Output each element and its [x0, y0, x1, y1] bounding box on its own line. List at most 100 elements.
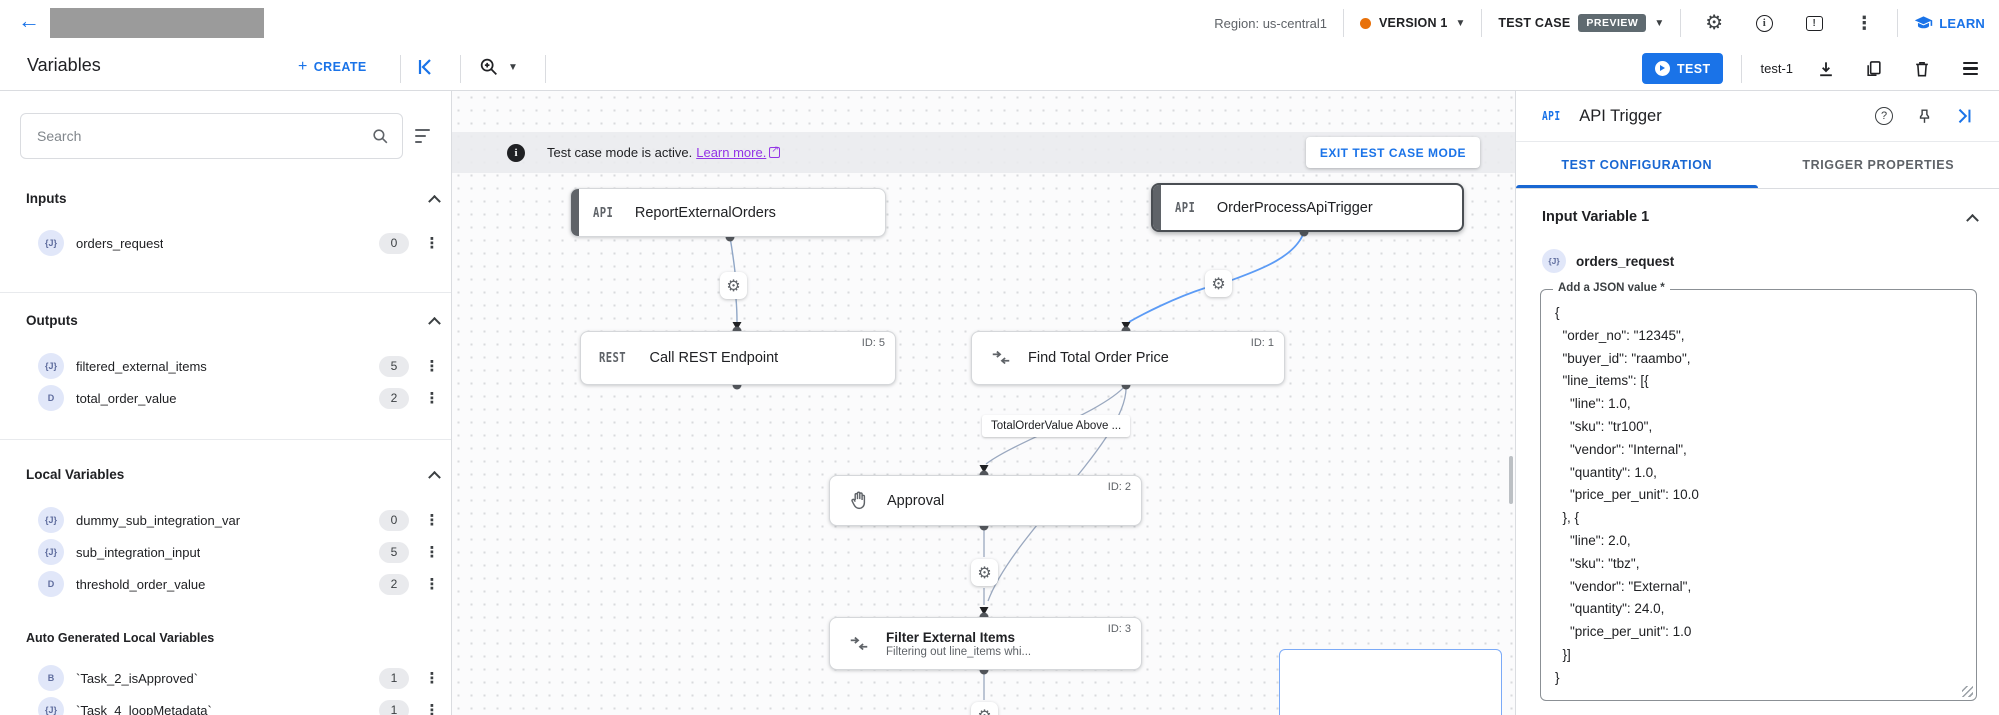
create-button[interactable]: + CREATE: [298, 58, 367, 76]
chevron-down-icon: ▼: [508, 61, 518, 73]
learn-link[interactable]: LEARN: [1914, 14, 1985, 33]
node-find-total-order-price[interactable]: Find Total Order Price ID: 1: [971, 331, 1285, 385]
json-value-field[interactable]: Add a JSON value * { "order_no": "12345"…: [1540, 282, 1977, 701]
more-vert-icon[interactable]: ⋮: [424, 358, 440, 375]
panel-title: API Trigger: [1579, 106, 1662, 125]
version-label: VERSION 1: [1379, 16, 1448, 30]
info-icon: i: [507, 143, 525, 162]
node-id: ID: 3: [1107, 623, 1131, 635]
double-type-icon: D: [38, 571, 64, 597]
more-vert-icon[interactable]: ⋮: [424, 544, 440, 561]
chevron-down-icon: ▼: [1455, 17, 1466, 29]
region-label: Region: us-central1: [1214, 15, 1328, 31]
collapse-panel-right-icon[interactable]: [1949, 101, 1979, 131]
node-approval[interactable]: Approval ID: 2: [829, 475, 1142, 526]
node-report-external-orders[interactable]: API ReportExternalOrders: [570, 188, 886, 237]
redacted-title-block: [50, 8, 264, 38]
edge-settings-gear-icon[interactable]: ⚙: [971, 702, 998, 715]
learn-more-link[interactable]: Learn more.: [696, 145, 767, 160]
section-header-local-variables[interactable]: Local Variables: [26, 467, 441, 484]
rest-badge: REST: [599, 350, 626, 366]
edge-condition-label[interactable]: TotalOrderValue Above ...: [982, 415, 1131, 437]
collapse-panel-left-icon[interactable]: [414, 56, 436, 78]
pin-icon[interactable]: [1909, 101, 1939, 131]
variable-row[interactable]: D total_order_value 2 ⋮: [38, 383, 443, 413]
version-dropdown[interactable]: VERSION 1 ▼: [1360, 16, 1465, 30]
more-vert-icon[interactable]: ⋮: [424, 390, 440, 407]
tab-trigger-properties[interactable]: TRIGGER PROPERTIES: [1802, 158, 1955, 172]
list-menu-icon[interactable]: [1955, 54, 1985, 84]
page-title: Variables: [27, 55, 101, 75]
input-variable-section-header[interactable]: Input Variable 1: [1542, 209, 1979, 227]
test-case-dropdown[interactable]: TEST CASE PREVIEW ▼: [1498, 14, 1664, 32]
edge-settings-gear-icon[interactable]: ⚙: [720, 272, 747, 299]
json-type-icon: {J}: [38, 697, 64, 715]
variable-row[interactable]: {J} dummy_sub_integration_var 0 ⋮: [38, 505, 443, 535]
json-type-icon: {J}: [38, 353, 64, 379]
more-vert-icon[interactable]: ⋮: [424, 512, 440, 529]
school-icon: [1915, 15, 1933, 28]
test-case-name[interactable]: test-1: [1760, 61, 1793, 76]
edge-settings-gear-icon[interactable]: ⚙: [971, 559, 998, 586]
variable-row[interactable]: D threshold_order_value 2 ⋮: [38, 569, 443, 599]
variable-name: filtered_external_items: [76, 358, 207, 374]
divider: [0, 439, 451, 440]
usage-count-badge: 2: [379, 387, 409, 409]
approval-hand-icon: [848, 489, 871, 512]
zoom-in-icon: [480, 58, 497, 75]
sort-icon[interactable]: [415, 129, 430, 143]
help-icon[interactable]: ?: [1869, 101, 1899, 131]
node-order-process-api-trigger[interactable]: API OrderProcessApiTrigger: [1151, 183, 1464, 232]
section-header-inputs[interactable]: Inputs: [26, 191, 441, 208]
section-title: Outputs: [26, 313, 78, 328]
variable-name: `Task_4_loopMetadata`: [76, 702, 212, 715]
create-label: CREATE: [313, 60, 367, 74]
zoom-control[interactable]: ▼: [478, 56, 518, 78]
variables-toolbar: Variables + CREATE ▼ TEST test-1: [0, 46, 1999, 91]
settings-gear-icon[interactable]: ⚙: [1705, 12, 1724, 34]
edge-settings-gear-icon[interactable]: ⚙: [1205, 270, 1232, 297]
json-value-input[interactable]: { "order_no": "12345", "buyer_id": "raam…: [1555, 305, 1699, 685]
variable-row[interactable]: {J} orders_request 0 ⋮: [38, 228, 443, 258]
variable-row[interactable]: B `Task_2_isApproved` 1 ⋮: [38, 663, 443, 693]
copy-icon[interactable]: [1859, 54, 1889, 84]
search-box[interactable]: [20, 113, 403, 159]
divider: [1343, 9, 1345, 37]
more-vert-icon[interactable]: ⋮: [424, 702, 440, 715]
toolbar-right-controls: TEST test-1: [1641, 46, 1985, 91]
variables-sidebar: Inputs {J} orders_request 0 ⋮ Outputs {J…: [0, 91, 452, 715]
node-filter-external-items[interactable]: Filter External Items Filtering out line…: [829, 617, 1142, 670]
download-icon[interactable]: [1811, 54, 1841, 84]
canvas-scrollbar-thumb[interactable]: [1509, 456, 1513, 504]
chevron-down-icon: ▼: [1654, 17, 1665, 29]
variable-row[interactable]: {J} `Task_4_loopMetadata` 1 ⋮: [38, 695, 443, 715]
more-vert-icon[interactable]: ⋮: [424, 670, 440, 687]
section-header-outputs[interactable]: Outputs: [26, 313, 441, 330]
section-title: Auto Generated Local Variables: [26, 631, 215, 645]
api-trigger-badge: API: [593, 204, 614, 221]
variable-row[interactable]: {J} sub_integration_input 5 ⋮: [38, 537, 443, 567]
resize-handle[interactable]: [1962, 685, 1973, 697]
json-field-label: Add a JSON value *: [1553, 282, 1670, 294]
empty-node-placeholder[interactable]: [1279, 649, 1502, 715]
search-input[interactable]: [37, 128, 371, 144]
workflow-canvas[interactable]: i Test case mode is active. Learn more. …: [452, 91, 1515, 715]
feedback-icon[interactable]: !: [1797, 6, 1831, 40]
section-header-auto-generated[interactable]: Auto Generated Local Variables: [26, 631, 439, 645]
tab-test-configuration[interactable]: TEST CONFIGURATION: [1516, 142, 1758, 188]
more-vert-icon[interactable]: ⋮: [424, 576, 440, 593]
info-icon[interactable]: i: [1747, 6, 1781, 40]
node-call-rest-endpoint[interactable]: REST Call REST Endpoint ID: 5: [580, 331, 896, 385]
node-subtitle: Filtering out line_items whi...: [886, 645, 1032, 658]
json-type-icon: {J}: [38, 230, 64, 256]
learn-label: LEARN: [1939, 15, 1985, 31]
delete-icon[interactable]: [1907, 54, 1937, 84]
variable-name: total_order_value: [76, 390, 177, 406]
exit-test-case-mode-button[interactable]: EXIT TEST CASE MODE: [1305, 137, 1480, 168]
back-arrow-icon[interactable]: ←: [18, 8, 40, 33]
more-vert-icon[interactable]: ⋮: [424, 235, 440, 252]
more-vert-icon[interactable]: ⋮: [1855, 12, 1874, 33]
test-button[interactable]: TEST: [1641, 53, 1724, 84]
variable-row[interactable]: {J} filtered_external_items 5 ⋮: [38, 351, 443, 381]
test-case-label: TEST CASE: [1498, 16, 1571, 30]
